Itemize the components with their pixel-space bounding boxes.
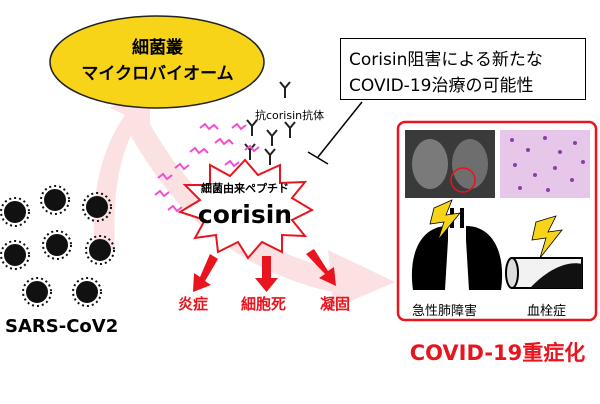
virus-icon [44, 189, 66, 211]
peptide-strand [214, 137, 234, 146]
virus-icon [89, 239, 111, 261]
microbiome-label: 細菌叢 マイクロバイオーム [50, 35, 265, 87]
peptide-strand [157, 172, 173, 181]
blood-vessel-icon [505, 215, 583, 289]
ct-scan-image [405, 130, 495, 198]
inhibition-bar [307, 151, 329, 165]
histology-image [500, 130, 590, 198]
antibody-label: 抗corisin抗体 [255, 109, 325, 122]
hypothesis-line2: COVID-19治療の可能性 [349, 76, 534, 96]
antibody-icon [284, 121, 296, 138]
peptide-strands [154, 122, 260, 213]
peptide-strand [174, 162, 190, 171]
effect-arrows [193, 249, 336, 292]
inhibition-marker [307, 101, 363, 165]
lesion-circle [450, 167, 476, 193]
microbiome-line2: マイクロバイオーム [81, 64, 234, 84]
arrow-inflammation [193, 254, 218, 292]
virus-icon [4, 244, 26, 266]
effect-cell-death: 細胞死 [241, 295, 287, 313]
virus-icon [76, 281, 98, 303]
peptide-strand [154, 189, 170, 198]
arrow-cell-death [255, 256, 278, 292]
antibody-icons [244, 81, 296, 165]
hypothesis-line1: Corisin阻害による新たな [349, 50, 543, 70]
bg-arrow-to-outcome [125, 115, 395, 310]
peptide-strand [167, 204, 183, 213]
peptide-strand [189, 146, 209, 155]
virus-icon [26, 281, 48, 303]
peptide-strand [224, 159, 240, 168]
virus-cluster [4, 189, 111, 303]
microbiome-line1: 細菌叢 [132, 38, 183, 58]
thrombus [530, 263, 582, 288]
hypothesis-box: Corisin阻害による新たな COVID-19治療の可能性 [340, 38, 586, 100]
antibody-icon [266, 129, 278, 146]
lightning-icon [429, 199, 461, 241]
virus-icon [86, 196, 108, 218]
antibody-icon [264, 148, 276, 165]
peptide-strand [231, 122, 247, 131]
effect-inflammation: 炎症 [178, 295, 209, 313]
bg-arrow-virus-to-microbiome [93, 85, 150, 250]
arrow-coagulation [306, 249, 336, 286]
outcome-label: COVID-19重症化 [409, 341, 586, 365]
peptide-strand [244, 144, 260, 153]
effect-coagulation: 凝固 [320, 295, 351, 313]
thrombosis-label: 血栓症 [527, 304, 567, 319]
microbiome-ellipse [49, 15, 265, 109]
virus-spikes [0, 185, 115, 307]
peptide-strand [199, 122, 219, 131]
lightning-icon [531, 215, 563, 259]
virus-icon [4, 201, 26, 223]
corisin-label: corisin [197, 200, 293, 229]
lungs-icon [411, 199, 503, 290]
virus-label: SARS-CoV2 [5, 316, 119, 337]
virus-icon [46, 234, 68, 256]
peptide-burst [177, 158, 315, 260]
peptide-label: 細菌由来ペプチド [201, 182, 289, 195]
antibody-icon [246, 119, 258, 136]
inhibition-line [317, 101, 363, 158]
lung-injury-label: 急性肺障害 [412, 304, 478, 319]
antibody-icon [279, 81, 291, 98]
